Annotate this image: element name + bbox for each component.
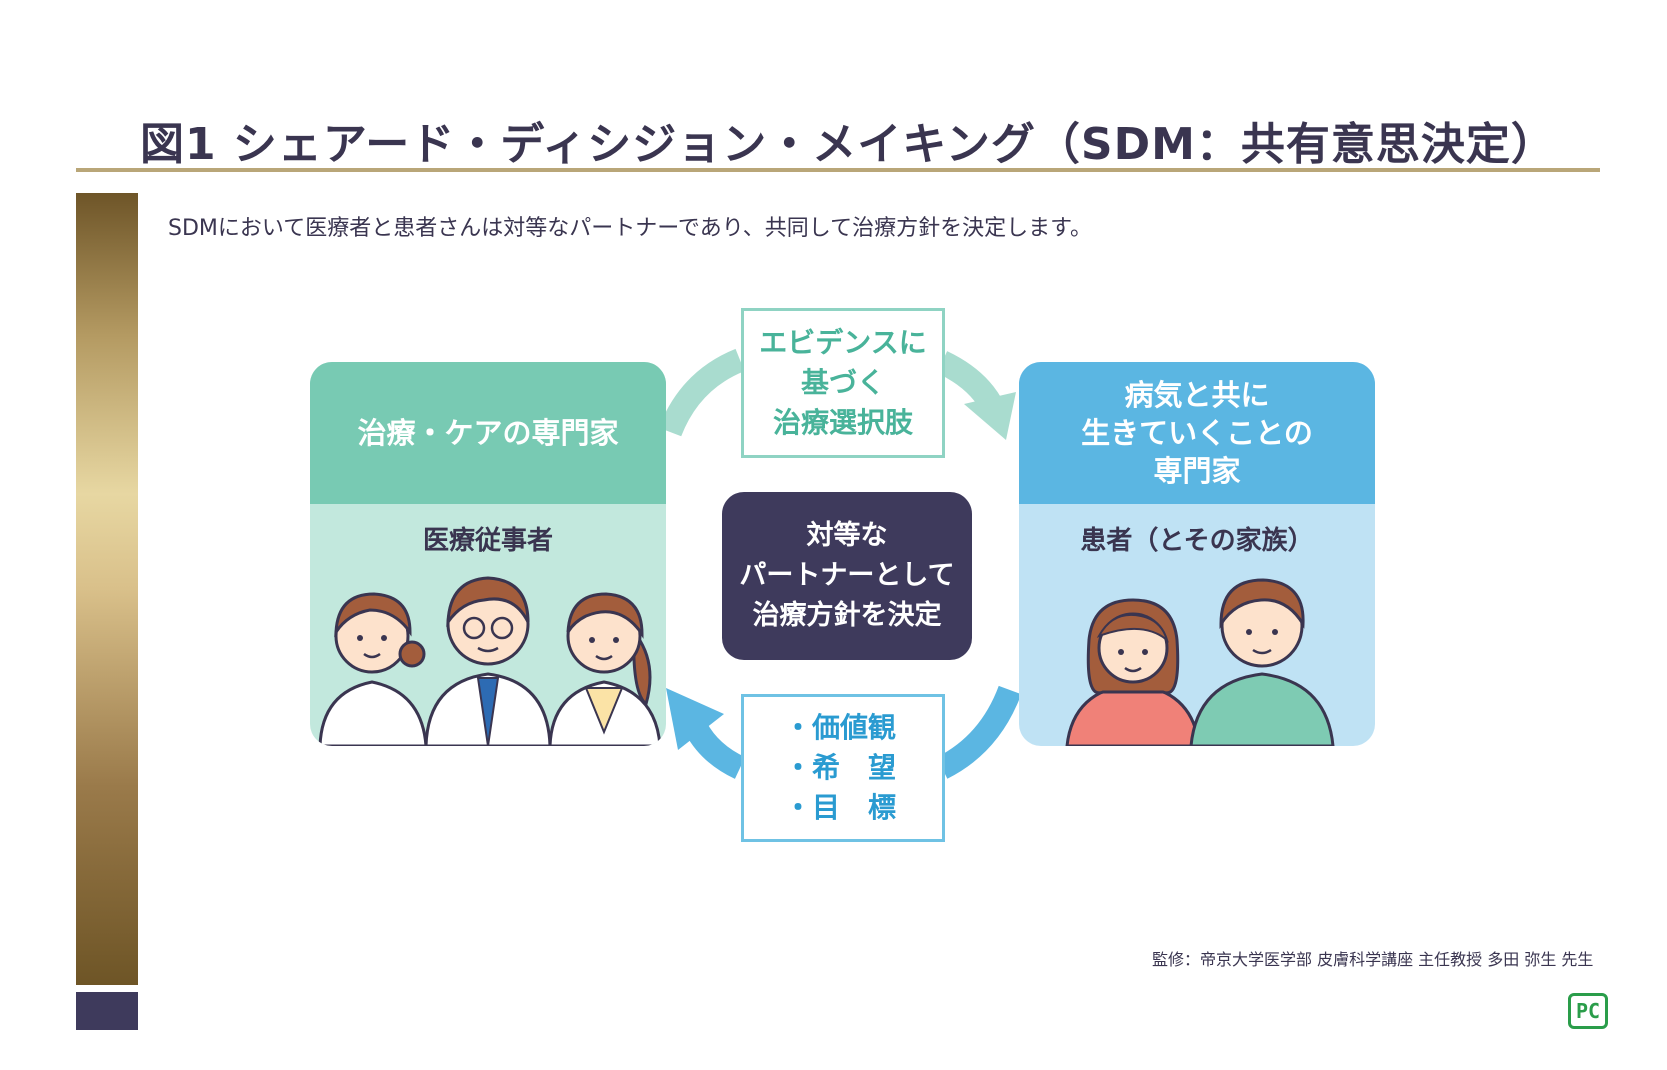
patient-heading-line: 専門家	[1153, 454, 1241, 488]
evidence-line: 治療選択肢	[772, 406, 913, 439]
center-line: パートナーとして	[739, 560, 955, 591]
patient-heading-line: 病気と共に	[1124, 378, 1270, 412]
equal-partner-box: 対等な パートナーとして 治療方針を決定	[722, 492, 972, 660]
values-line: ・希 望	[784, 751, 897, 784]
patient-panel-subheading: 患者（とその家族）	[1080, 526, 1314, 556]
healthcare-professional-panel: 治療・ケアの専門家 医療従事者	[310, 362, 666, 746]
patient-female-icon	[1065, 598, 1201, 746]
healthcare-panel-heading: 治療・ケアの専門家	[310, 362, 666, 504]
decorative-side-block	[76, 992, 138, 1030]
evidence-options-box: エビデンスに 基づく 治療選択肢	[741, 308, 945, 458]
healthcare-panel-subheading: 医療従事者	[422, 526, 553, 556]
values-goals-box: ・価値観 ・希 望 ・目 標	[741, 694, 945, 842]
arrow-bottom-icon	[666, 685, 1020, 779]
decorative-side-bar	[76, 193, 138, 985]
center-line: 対等な	[806, 520, 888, 551]
patient-heading-line: 生きていくことの	[1081, 416, 1313, 450]
evidence-line: 基づく	[800, 366, 885, 399]
title-underline	[76, 168, 1600, 172]
patient-panel-heading: 病気と共に 生きていくことの 専門家	[1019, 362, 1375, 504]
doctor-icon	[424, 576, 552, 746]
values-line: ・価値観	[784, 711, 897, 744]
female-staff-icon	[548, 592, 662, 746]
values-line: ・目 標	[784, 791, 897, 824]
page-title: 図1 シェアード・ディシジョン・メイキング（SDM：共有意思決定）	[140, 119, 1556, 170]
patient-panel: 病気と共に 生きていくことの 専門家 患者（とその家族）	[1019, 362, 1375, 746]
center-line: 治療方針を決定	[752, 600, 942, 631]
arrow-top-icon	[660, 348, 1016, 440]
supervisor-credit: 監修：帝京大学医学部 皮膚科学講座 主任教授 多田 弥生 先生	[1152, 950, 1594, 969]
brand-logo: PC	[1568, 993, 1608, 1029]
nurse-icon	[318, 592, 428, 746]
evidence-line: エビデンスに	[759, 326, 927, 359]
patient-male-icon	[1189, 578, 1335, 746]
description-text: SDMにおいて医療者と患者さんは対等なパートナーであり、共同して治療方針を決定し…	[168, 216, 1092, 241]
